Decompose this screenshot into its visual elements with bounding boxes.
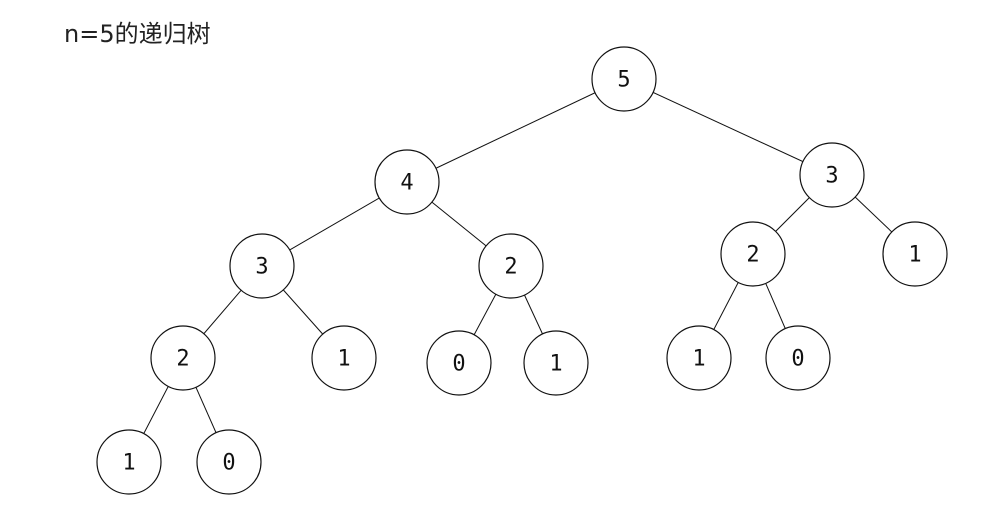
node-circle: [374, 149, 440, 215]
node-circle: [196, 429, 262, 495]
tree-node-2: 2: [150, 325, 216, 391]
tree-node-1: 1: [96, 429, 162, 495]
node-circle: [591, 46, 657, 112]
node-circle: [426, 330, 492, 396]
tree-node-5: 5: [591, 46, 657, 112]
node-circle: [720, 221, 786, 287]
tree-node-3: 3: [799, 142, 865, 208]
node-label: 0: [791, 347, 804, 372]
node-label: 1: [908, 243, 921, 268]
node-label: 1: [337, 347, 350, 372]
node-label: 2: [746, 243, 759, 268]
node-label: 2: [176, 347, 189, 372]
edge-5-to-4: [406, 78, 625, 183]
tree-node-0: 0: [765, 325, 831, 391]
node-label: 5: [617, 68, 630, 93]
node-circle: [799, 142, 865, 208]
tree-node-1: 1: [882, 221, 948, 287]
node-circle: [478, 233, 544, 299]
tree-node-3: 3: [229, 233, 295, 299]
node-circle: [523, 330, 589, 396]
tree-nodes: 5 4 3 3 2 2 1 2 1 0 1 1 0 1 0: [96, 46, 948, 495]
node-circle: [150, 325, 216, 391]
node-label: 1: [549, 352, 562, 377]
tree-node-1: 1: [666, 325, 732, 391]
tree-node-4: 4: [374, 149, 440, 215]
node-label: 3: [825, 164, 838, 189]
node-label: 4: [400, 171, 413, 196]
node-label: 2: [504, 255, 517, 280]
tree-node-1: 1: [523, 330, 589, 396]
node-label: 0: [222, 451, 235, 476]
node-label: 1: [122, 451, 135, 476]
node-circle: [882, 221, 948, 287]
node-label: 0: [452, 352, 465, 377]
node-circle: [96, 429, 162, 495]
node-circle: [311, 325, 377, 391]
figure-title: n=5的递归树: [64, 20, 211, 48]
node-circle: [666, 325, 732, 391]
edge-5-to-3: [623, 78, 833, 176]
tree-node-2: 2: [478, 233, 544, 299]
tree-node-2: 2: [720, 221, 786, 287]
node-label: 3: [255, 255, 268, 280]
tree-node-0: 0: [196, 429, 262, 495]
tree-node-1: 1: [311, 325, 377, 391]
tree-node-0: 0: [426, 330, 492, 396]
node-circle: [765, 325, 831, 391]
node-circle: [229, 233, 295, 299]
node-label: 1: [692, 347, 705, 372]
